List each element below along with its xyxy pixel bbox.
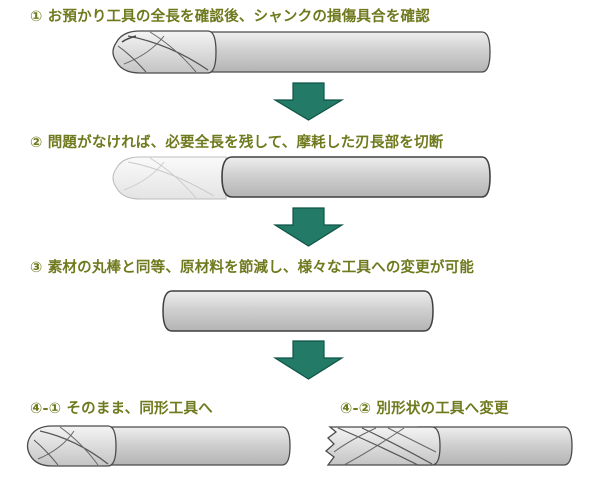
ball-end-mill-icon — [26, 425, 291, 467]
round-bar-stock-icon — [162, 290, 434, 332]
step1-label: ① お預かり工具の全長を確認後、シャンクの損傷具合を確認 — [30, 9, 430, 25]
step4-2-label: ④-② 別形状の工具へ変更 — [340, 401, 509, 417]
step2-label: ② 問題がなければ、必要全長を残して、摩耗した刃長部を切断 — [30, 135, 444, 151]
ball-end-mill-cut-icon — [112, 156, 491, 200]
ball-end-mill-icon — [112, 30, 491, 74]
down-arrow-icon — [272, 207, 345, 247]
step3-label: ③ 素材の丸棒と同等、原材料を節減し、様々な工具への変更が可能 — [30, 260, 475, 276]
down-arrow-icon — [272, 82, 345, 121]
down-arrow-icon — [272, 340, 345, 380]
step4-1-label: ④-① そのまま、同形工具へ — [30, 401, 213, 417]
square-end-mill-icon — [324, 426, 573, 466]
